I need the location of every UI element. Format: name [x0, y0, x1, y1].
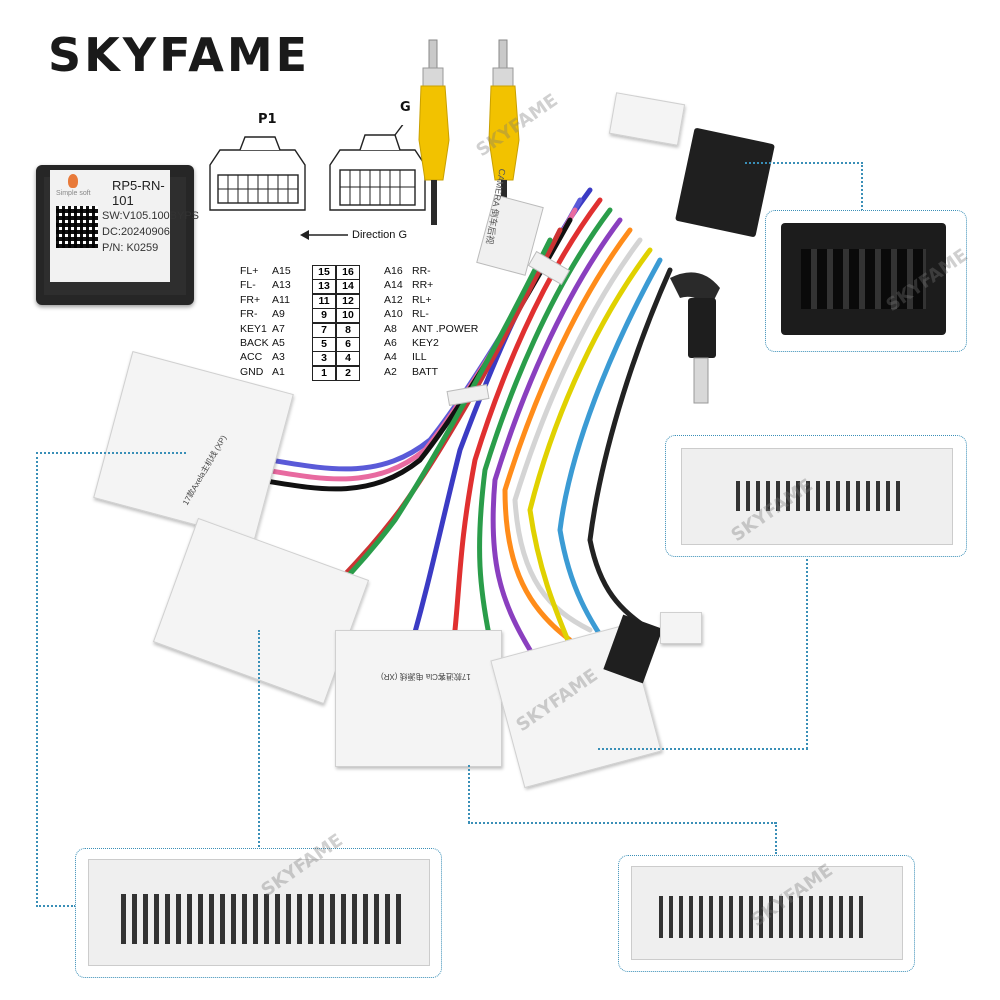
- pin-right-number: 12: [336, 293, 360, 309]
- pin-left-name: FL-: [240, 279, 256, 292]
- pin-left-id: A15: [272, 265, 291, 277]
- connector-line-drawing: [209, 125, 426, 211]
- zoom-white-connector-b: [75, 848, 442, 978]
- pin-left-id: A13: [272, 279, 291, 292]
- module-pn: P/N: K0259: [102, 242, 159, 254]
- pin-right-id: A6: [384, 337, 397, 349]
- leader-line-7: [468, 765, 470, 823]
- module-sw: SW:V105.100BYPS: [102, 210, 200, 222]
- pin-left-id: A9: [272, 308, 285, 321]
- zoom-black-connector: [765, 210, 967, 352]
- harness-connector-3: 17款逍客Cla 电源线 (XR): [335, 630, 502, 767]
- wire-bundle: [257, 187, 673, 670]
- pin-left-name: FL+: [240, 265, 259, 277]
- leader-line-4: [36, 452, 38, 907]
- small-white-plug: [608, 92, 686, 146]
- leader-line-5: [36, 905, 76, 907]
- pin-left-id: A11: [272, 293, 290, 306]
- rca-plugs: [418, 39, 520, 225]
- zoom-white-connector-c: [618, 855, 915, 972]
- qr-code-icon: [56, 206, 98, 248]
- antenna-plug: [670, 272, 720, 404]
- pin-right-name: ANT .POWER: [412, 322, 479, 335]
- pin-right-id: A10: [384, 308, 403, 321]
- pin-right-id: A14: [384, 279, 403, 292]
- canbus-decoder-module: Simple soft RP5-RN-101 SW:V105.100BYPS D…: [36, 165, 199, 305]
- pin-right-name: ILL: [412, 351, 427, 364]
- pin-left-name: KEY1: [240, 322, 267, 335]
- g-label: G: [400, 100, 411, 115]
- pin-right-id: A2: [384, 365, 397, 378]
- pin-right-name: RR-: [412, 265, 431, 277]
- pin-left-id: A1: [272, 365, 285, 378]
- module-label: Simple soft RP5-RN-101 SW:V105.100BYPS D…: [50, 170, 199, 282]
- pin-right-name: BATT: [412, 365, 439, 378]
- pin-right-id: A8: [384, 322, 397, 335]
- leader-line-9: [775, 822, 777, 854]
- pin-right-number: 2: [336, 365, 360, 381]
- small-white-plug-2: [660, 612, 702, 644]
- module-dc: DC:20240906: [102, 226, 170, 238]
- pin-left-name: FR-: [240, 308, 258, 321]
- leader-line-6: [258, 630, 260, 850]
- leader-line-11: [806, 555, 808, 749]
- arrow-left-icon: [300, 230, 348, 240]
- pin-right-id: A12: [384, 293, 403, 306]
- pin-right-name: RL+: [412, 293, 432, 306]
- leader-line-10: [598, 748, 808, 750]
- pin-right-name: RL-: [412, 308, 429, 321]
- module-model: RP5-RN-101: [112, 178, 165, 208]
- pin-left-name: ACC: [240, 351, 263, 364]
- leader-line-1: [745, 162, 863, 164]
- pin-left-id: A5: [272, 337, 285, 349]
- flame-logo-icon: [68, 174, 78, 188]
- pin-left-id: A3: [272, 351, 285, 364]
- pin-left-name: FR+: [240, 293, 261, 306]
- leader-line-2: [861, 162, 863, 214]
- p1-label: P1: [258, 112, 277, 127]
- pin-left-name: GND: [240, 365, 264, 378]
- pin-right-id: A4: [384, 351, 397, 364]
- brand-logo: SKYFAME: [48, 28, 311, 82]
- pin-right-name: KEY2: [412, 337, 439, 349]
- direction-label: Direction G: [352, 229, 408, 241]
- pin-left-id: A7: [272, 322, 285, 335]
- zoom-white-connector-a: [665, 435, 967, 557]
- pin-right-id: A16: [384, 265, 403, 277]
- pin-left-name: BACK: [240, 337, 269, 349]
- leader-line-8: [468, 822, 776, 824]
- harness-connector-3-tag: 17款逍客Cla 电源线 (XR): [381, 672, 471, 681]
- harness-connector-1-tag: 17款Axela主机线 (XP): [181, 433, 229, 507]
- leader-line-3: [36, 452, 186, 454]
- pin-right-name: RR+: [412, 279, 434, 292]
- pin-left-number: 1: [312, 365, 336, 381]
- module-logo-text: Simple soft: [56, 190, 91, 197]
